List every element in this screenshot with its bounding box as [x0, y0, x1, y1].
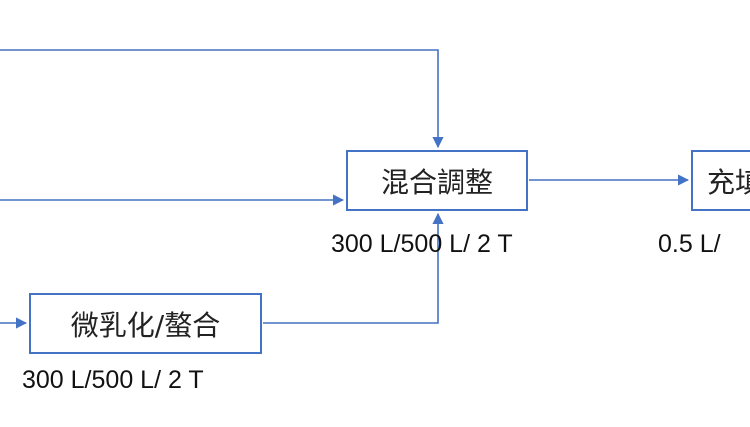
node-mixing-adjustment: 混合調整	[346, 150, 528, 211]
connector-top-to-mix	[0, 49, 444, 149]
node-mixing-adjustment-capacity: 300 L/500 L/ 2 T	[331, 230, 513, 258]
node-filling-label: 充填	[707, 165, 750, 199]
node-microemulsion-chelation-capacity: 300 L/500 L/ 2 T	[22, 366, 204, 394]
node-filling-capacity: 0.5 L/	[658, 230, 721, 258]
node-microemulsion-chelation: 微乳化/螯合	[29, 293, 262, 354]
node-filling: 充填	[691, 150, 750, 211]
connector-emulsify-to-mix	[263, 212, 444, 324]
node-mixing-adjustment-label: 混合調整	[380, 165, 493, 199]
node-microemulsion-chelation-label: 微乳化/螯合	[70, 308, 221, 342]
